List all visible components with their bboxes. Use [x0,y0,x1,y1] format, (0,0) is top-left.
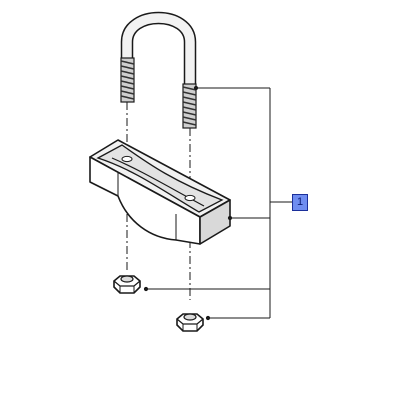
part-callout-label[interactable]: 1 [292,194,308,211]
hex-nut-left [113,275,141,294]
clamp-block [89,139,231,245]
right-thread [182,83,197,129]
leader-lines [143,85,292,321]
hex-nut-right [176,313,204,332]
left-thread [120,57,135,103]
